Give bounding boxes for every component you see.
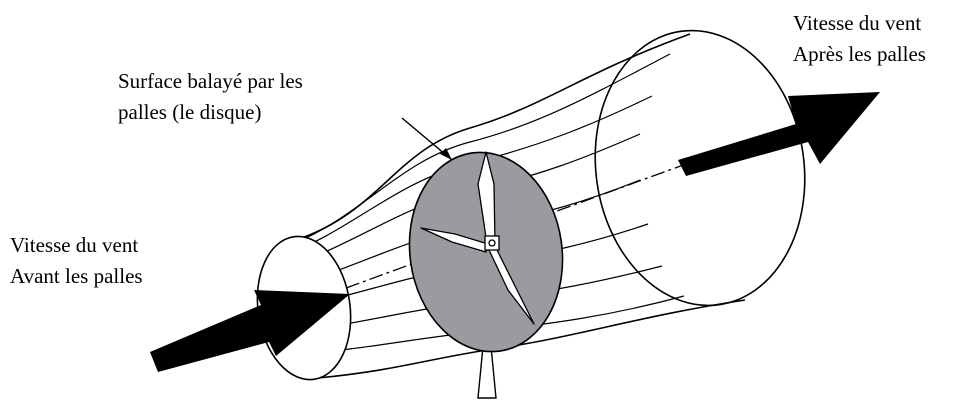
- label-wind-before: Vitesse du vent Avant les palles: [10, 230, 143, 292]
- label-wind-after: Vitesse du vent Après les palles: [793, 8, 926, 70]
- label-swept-area-line1: Surface balayé par les: [118, 69, 303, 93]
- downstream-cross-section: [594, 29, 806, 307]
- label-wind-after-line2: Après les palles: [793, 42, 926, 66]
- swept-area-pointer-head: [440, 148, 452, 160]
- streamline: [289, 53, 671, 246]
- label-wind-before-line2: Avant les palles: [10, 264, 143, 288]
- blade-left: [420, 227, 489, 253]
- wind-arrow-outgoing: [678, 92, 880, 176]
- label-wind-before-line1: Vitesse du vent: [10, 233, 139, 257]
- label-swept-area: Surface balayé par les palles (le disque…: [118, 66, 303, 128]
- turbine-nacelle: [484, 235, 500, 251]
- label-swept-area-line2: palles (le disque): [118, 100, 262, 124]
- label-wind-after-line1: Vitesse du vent: [793, 11, 922, 35]
- wind-arrow-incoming: [150, 290, 350, 372]
